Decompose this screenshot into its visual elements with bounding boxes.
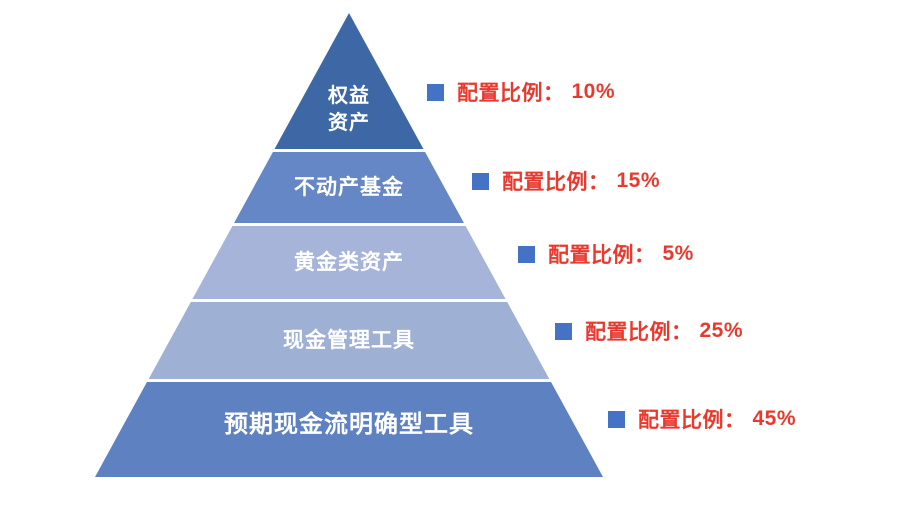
bullet-square-icon	[608, 410, 625, 428]
allocation-callout-2: 配置比例： 15%	[472, 168, 660, 194]
allocation-callout-2-value: 15%	[616, 169, 661, 192]
bullet-square-icon	[518, 245, 535, 263]
pyramid-level-4-label: 现金管理工具	[283, 328, 415, 352]
allocation-callout-2-text: 配置比例：	[502, 171, 610, 194]
allocation-callout-5-text: 配置比例：	[638, 409, 746, 432]
bullet-square-icon	[427, 83, 444, 101]
pyramid-level-3-label: 黄金类资产	[294, 250, 404, 274]
pyramid-level-4: 现金管理工具	[148, 302, 550, 379]
pyramid-level-3: 黄金类资产	[192, 226, 506, 299]
allocation-callout-3-text: 配置比例：	[548, 244, 656, 267]
bullet-square-icon	[555, 322, 572, 340]
allocation-callout-1: 配置比例： 10%	[427, 79, 615, 105]
allocation-callout-1-text: 配置比例：	[457, 82, 565, 105]
pyramid-level-1-label: 权益 资产	[328, 85, 370, 134]
allocation-callout-3: 配置比例： 5%	[518, 241, 694, 267]
pyramid-level-5-label: 预期现金流明确型工具	[224, 410, 474, 438]
allocation-callout-4-text: 配置比例：	[585, 321, 693, 344]
bullet-square-icon	[472, 172, 489, 190]
allocation-callout-5-value: 45%	[752, 407, 797, 430]
allocation-callout-4: 配置比例： 25%	[555, 318, 743, 344]
pyramid-diagram: 权益 资产 不动产基金 黄金类资产 现金管理工具 预期现金流明确型工具	[95, 13, 603, 477]
pyramid-level-2: 不动产基金	[234, 152, 464, 223]
allocation-callout-4-value: 25%	[699, 319, 744, 342]
pyramid-level-5: 预期现金流明确型工具	[95, 382, 603, 477]
allocation-callout-5: 配置比例： 45%	[608, 406, 796, 432]
allocation-callout-3-value: 5%	[662, 242, 694, 265]
pyramid-level-2-label: 不动产基金	[294, 175, 404, 199]
allocation-callout-1-value: 10%	[571, 80, 616, 103]
